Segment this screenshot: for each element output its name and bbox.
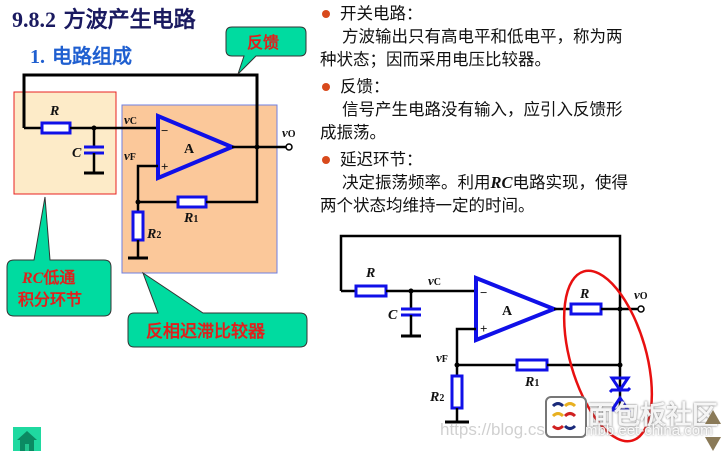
zener-diode-bar: [608, 386, 632, 394]
callout-comparator-text: 反相迟滞比较器: [146, 321, 266, 342]
comparator-box: [121, 104, 278, 274]
label-c: C: [72, 146, 82, 161]
bullet-item-delay: 延迟环节： 决定振荡频率。利用RC电路实现，使得 两个状态均维持一定的时间。: [314, 148, 714, 217]
r-label-vc: vC: [428, 273, 441, 288]
r-label-r-out: R: [579, 287, 589, 302]
rc-lowpass-box: [13, 91, 117, 195]
op-amp-a: [156, 112, 238, 182]
label-vc: vC: [124, 112, 137, 127]
callout-feedback-text: 反馈: [247, 33, 279, 52]
bullet-dot-icon: [322, 82, 330, 91]
r-resistor-r2: [450, 374, 464, 410]
bullet-item-feedback: 反馈： 信号产生电路没有输入，应引入反馈形 成振荡。: [314, 75, 714, 144]
r-wire-vf: [455, 327, 476, 365]
callout-rc-lowpass: RC低通 积分环节: [6, 196, 112, 317]
zener-diode-icon: [609, 376, 631, 393]
r-label-minus: −: [480, 285, 487, 300]
feedback-wire: [22, 73, 259, 148]
subsection-title-text: 电路组成: [51, 44, 132, 68]
label-vf: vF: [124, 148, 136, 163]
r-resistor-r: [354, 284, 388, 298]
section-title-text: 方波产生电路: [63, 7, 196, 33]
bullet-heading: 延迟环节：: [340, 150, 423, 169]
label-minus: −: [161, 123, 168, 138]
bullet-dot-icon: [322, 155, 330, 164]
nav-up-arrow-icon[interactable]: [705, 410, 721, 424]
r-label-vo: vO: [634, 287, 648, 302]
resistor-r: [40, 121, 72, 135]
label-plus: +: [161, 159, 168, 174]
bullet-body-line: 两个状态均维持一定的时间。: [320, 196, 535, 215]
watermark-brand: 面包板社区: [588, 401, 719, 431]
r-label-r2: R2: [429, 390, 444, 405]
bullet-dot-icon: [322, 9, 330, 18]
home-button[interactable]: [13, 427, 41, 451]
label-op-amp: A: [184, 142, 195, 157]
r-junction-zener: [617, 362, 623, 368]
watermark-site: mbb.eet-china.com: [585, 422, 713, 439]
watermark-logo-icon: [545, 396, 587, 438]
r-label-vf: vF: [436, 350, 448, 365]
r-resistor-out: [569, 302, 603, 316]
bullet-item-switch: 开关电路： 方波输出只有高电平和低电平，称为两 种状态；因而采用电压比较器。: [314, 2, 714, 71]
r-label-plus: +: [480, 321, 487, 336]
wire-r1-right: [206, 147, 259, 204]
r-feedback-wire: [339, 234, 622, 308]
label-r2: R2: [146, 227, 161, 242]
bullet-body-line: 成振荡。: [320, 123, 386, 142]
r-vo-terminal: [637, 305, 645, 313]
zener-diode-icon-2: [609, 395, 631, 412]
r-resistor-r1: [515, 358, 549, 372]
callout-rc-line1: RC低通: [21, 268, 75, 287]
highlight-ellipse: [562, 269, 654, 443]
bullet-list: 开关电路： 方波输出只有高电平和低电平，称为两 种状态；因而采用电压比较器。 反…: [314, 2, 714, 217]
label-vo: vO: [282, 125, 296, 140]
subsection-number: 1.: [30, 46, 45, 68]
label-r1: R1: [183, 211, 198, 226]
nav-down-arrow-icon[interactable]: [705, 437, 721, 451]
bullet-heading: 开关电路：: [340, 4, 423, 23]
bullet-body-line: 种状态；因而采用电压比较器。: [320, 50, 551, 69]
subsection-title: 1. 电路组成: [30, 40, 132, 69]
label-r: R: [49, 104, 59, 119]
callout-comparator: 反相迟滞比较器: [127, 271, 308, 348]
bullet-heading: 反馈：: [340, 77, 390, 96]
bullet-body-line: 信号产生电路没有输入，应引入反馈形: [342, 100, 623, 119]
callout-feedback: 反馈: [225, 26, 307, 75]
r-label-r: R: [365, 266, 375, 281]
wire-vf: [136, 164, 158, 202]
section-number: 9.8.2: [12, 7, 56, 32]
r-label-op-amp: A: [502, 304, 513, 319]
callout-rc-line2: 积分环节: [18, 290, 82, 309]
home-icon: [17, 431, 37, 451]
r-op-amp-a: [474, 275, 560, 343]
resistor-r2: [131, 210, 145, 242]
bullet-body-line: 方波输出只有高电平和低电平，称为两: [342, 27, 623, 46]
section-title: 9.8.2 方波产生电路: [12, 2, 196, 34]
right-circuit-diagram: R C vC vF vO A − + R R1 R2: [339, 234, 654, 443]
bullet-body-line: 决定振荡频率。利用RC电路实现，使得: [342, 173, 629, 192]
vo-terminal: [285, 143, 293, 151]
watermark-url: https://blog.csd: [440, 420, 555, 439]
resistor-r1: [176, 195, 208, 209]
r-label-c: C: [388, 308, 398, 323]
r-label-r1: R1: [524, 375, 539, 390]
